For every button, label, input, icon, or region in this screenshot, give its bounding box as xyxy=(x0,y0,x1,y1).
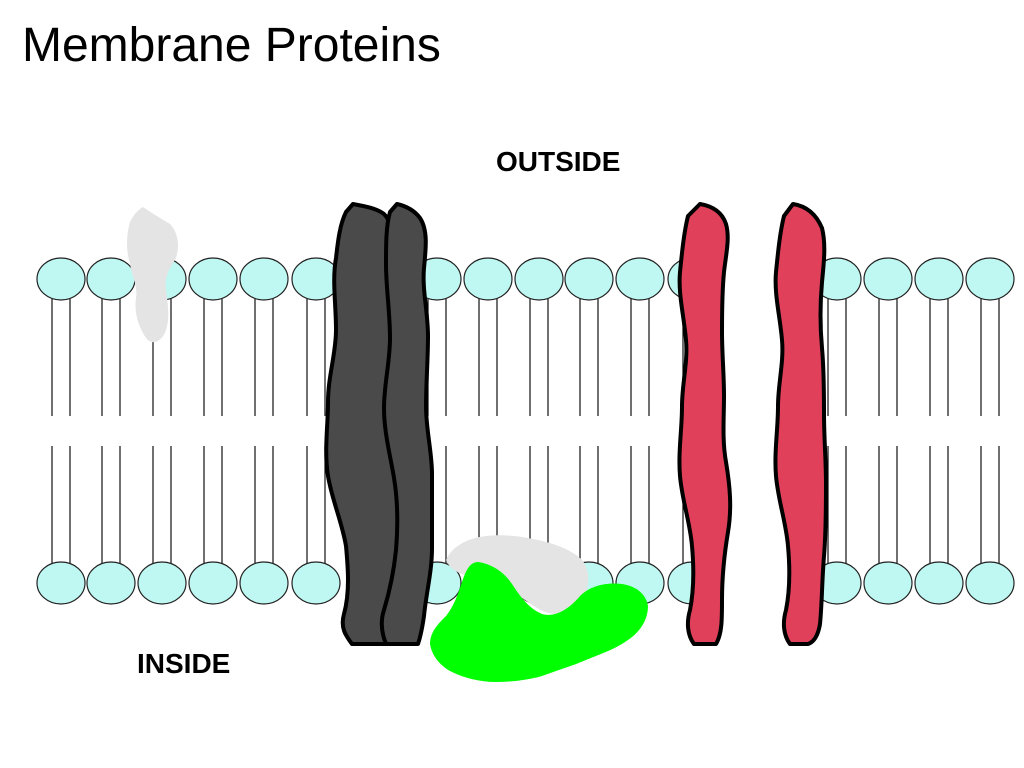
phospholipid-head xyxy=(615,257,665,301)
phospholipid-head xyxy=(36,257,86,301)
outside-label: OUTSIDE xyxy=(496,146,621,177)
slide-title: Membrane Proteins xyxy=(22,19,441,72)
phospholipid-head xyxy=(239,257,289,301)
phospholipid-head xyxy=(291,561,341,605)
phospholipid-head xyxy=(188,257,238,301)
phospholipid-head xyxy=(137,561,187,605)
phospholipid-head xyxy=(86,257,136,301)
inside-label: INSIDE xyxy=(137,648,231,679)
phospholipid-head xyxy=(188,561,238,605)
transmembrane-protein-red-left xyxy=(677,202,733,646)
phospholipid-head xyxy=(36,561,86,605)
phospholipid-head xyxy=(863,257,913,301)
phospholipid-head xyxy=(86,561,136,605)
phospholipid-head xyxy=(463,257,513,301)
transmembrane-protein-red-right xyxy=(773,202,828,646)
phospholipid-head xyxy=(914,561,964,605)
outer-leaflet-heads xyxy=(36,257,1015,301)
peripheral-protein-inner-green xyxy=(430,562,648,682)
phospholipid-head xyxy=(564,257,614,301)
lipid-tails xyxy=(51,299,1000,563)
phospholipid-head xyxy=(965,257,1015,301)
transmembrane-protein-dark-b xyxy=(379,202,435,646)
phospholipid-head xyxy=(914,257,964,301)
phospholipid-head xyxy=(863,561,913,605)
phospholipid-head xyxy=(965,561,1015,605)
peripheral-protein-outer xyxy=(127,207,178,343)
peripheral-protein-inner-gray xyxy=(446,535,589,614)
phospholipid-head xyxy=(514,257,564,301)
phospholipid-head xyxy=(239,561,289,605)
